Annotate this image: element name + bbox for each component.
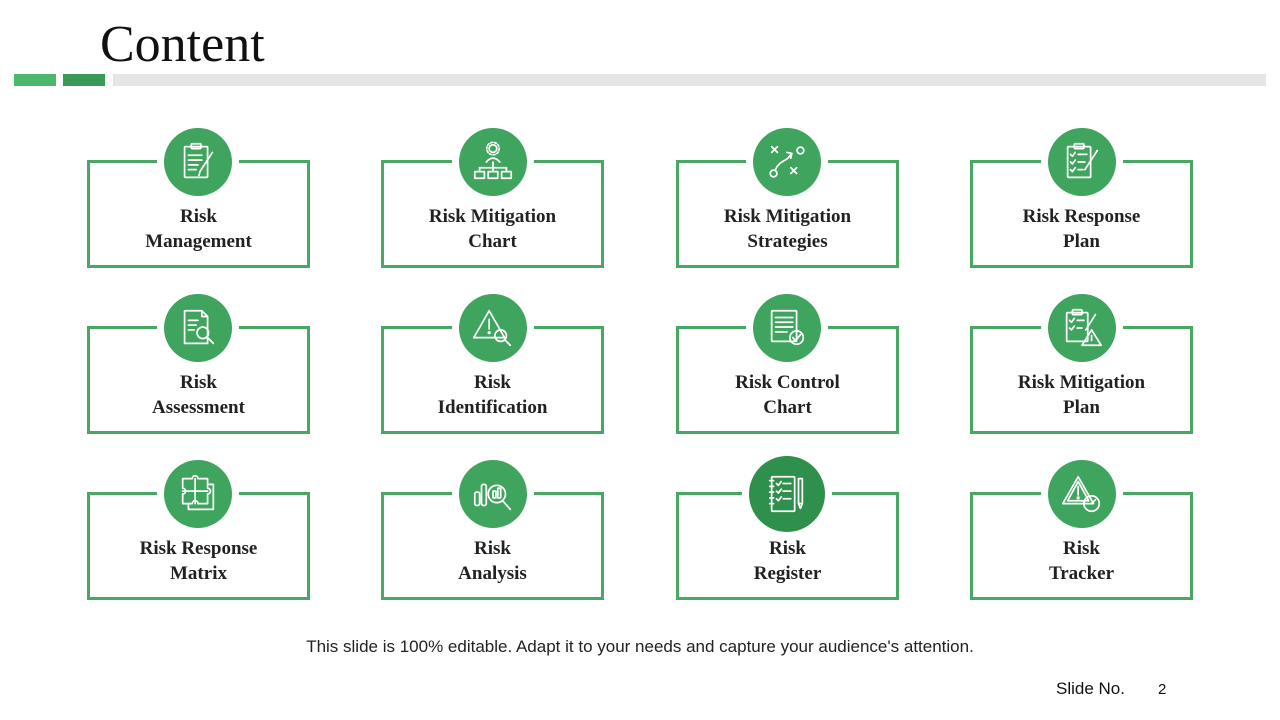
chart-search-icon — [459, 460, 527, 528]
slide-number: 2 — [1158, 681, 1167, 698]
warning-gauge-icon — [1048, 460, 1116, 528]
clipboard-pen-icon — [164, 128, 232, 196]
checklist-pen-icon — [1048, 128, 1116, 196]
notebook-icon — [749, 456, 825, 532]
accent-bar-2 — [63, 74, 105, 86]
footer-note: This slide is 100% editable. Adapt it to… — [306, 637, 974, 656]
strategy-plan-icon — [753, 128, 821, 196]
org-chart-icon — [459, 128, 527, 196]
accent-bar-1 — [14, 74, 56, 86]
puzzle-icon — [164, 460, 232, 528]
checklist-warning-icon — [1048, 294, 1116, 362]
slide-number-label: Slide No. — [1056, 679, 1125, 698]
document-search-icon — [164, 294, 232, 362]
divider-bar — [113, 74, 1266, 86]
slide-title: Content — [100, 16, 265, 73]
warning-search-icon — [459, 294, 527, 362]
document-check-icon — [753, 294, 821, 362]
